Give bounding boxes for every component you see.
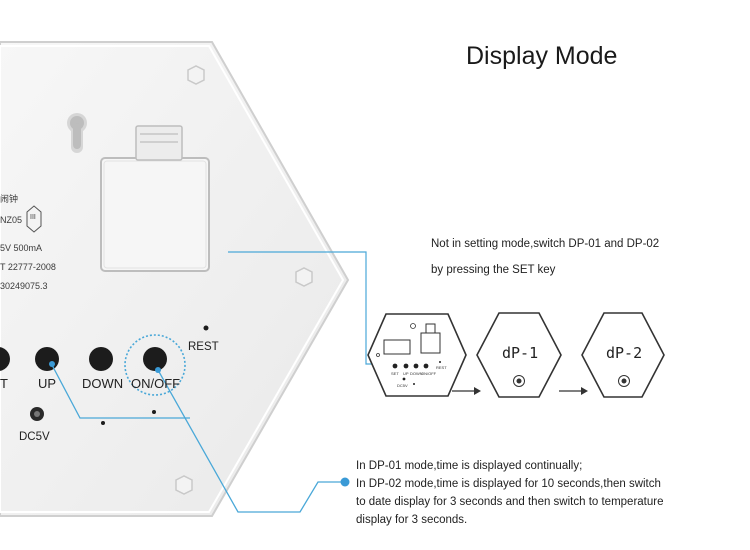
up-button-label: UP [38,376,57,391]
mini-label-dc: DC5V [397,383,408,388]
arrow-right-icon-2 [559,387,588,395]
device-label-line-1: 闹钟 [0,194,19,204]
screw-hex-right [295,267,313,287]
leader-dot-up [49,361,55,367]
bottom-note-line-1: In DP-01 mode,time is displayed continua… [356,460,583,472]
reset-label: REST [188,341,219,353]
leader-dot-bottom [340,477,350,487]
page-title: Display Mode [466,42,618,70]
keyhole-icon [67,113,87,153]
device-label-line-5: 30249075.3 [0,281,48,291]
mini-label-up: UP [403,371,409,376]
reset-hole [203,325,209,331]
device-body [0,41,350,517]
mode-dp2-display [581,312,665,398]
device-label-line-4: T 22777-2008 [0,262,56,272]
set-button-label: T [0,376,8,391]
onoff-button-label: ON/OFF [131,376,181,391]
up-button [35,347,59,371]
device-label-line-2: NZ05 [0,215,23,225]
battery-cover [100,125,210,272]
mini-label-set: SET [391,371,399,376]
leader-line-up [51,364,190,419]
mini-label-reset: REST [436,365,447,370]
safety-mark-badge [26,205,42,233]
leader-dot-onoff [155,367,161,373]
top-note-line-2: by pressing the SET key [431,264,556,276]
dp1-display-text: dP-1 [502,344,539,362]
screw-hex-bottom [175,475,193,495]
mini-label-onoff: ON/OFF [421,371,437,376]
leader-line-onoff [157,369,345,513]
down-button [89,347,113,371]
safety-mark-text: III [30,214,36,221]
device-label-line-3: 5V 500mA [0,243,43,253]
bottom-note-line-4: display for 3 seconds. [356,514,468,526]
mini-device-diagram [367,313,467,397]
dc-power-label: DC5V [19,431,50,443]
top-note-line-1: Not in setting mode,switch DP-01 and DP-… [431,238,660,250]
set-button-partial [0,347,10,371]
bottom-note-line-2: In DP-02 mode,time is displayed for 10 s… [356,478,661,490]
dp2-display-text: dP-2 [606,344,643,362]
onoff-highlight-ring [124,334,186,396]
down-button-label: DOWN [82,376,124,391]
arrow-right-icon-1 [452,387,481,395]
mode-dp1-display [476,312,562,398]
onoff-button [143,347,167,371]
bottom-note-line-3: to date display for 3 seconds and then s… [356,496,664,508]
screw-hex-top [187,65,205,85]
mini-label-down: DOWN [410,371,423,376]
leader-line-top [228,251,372,365]
